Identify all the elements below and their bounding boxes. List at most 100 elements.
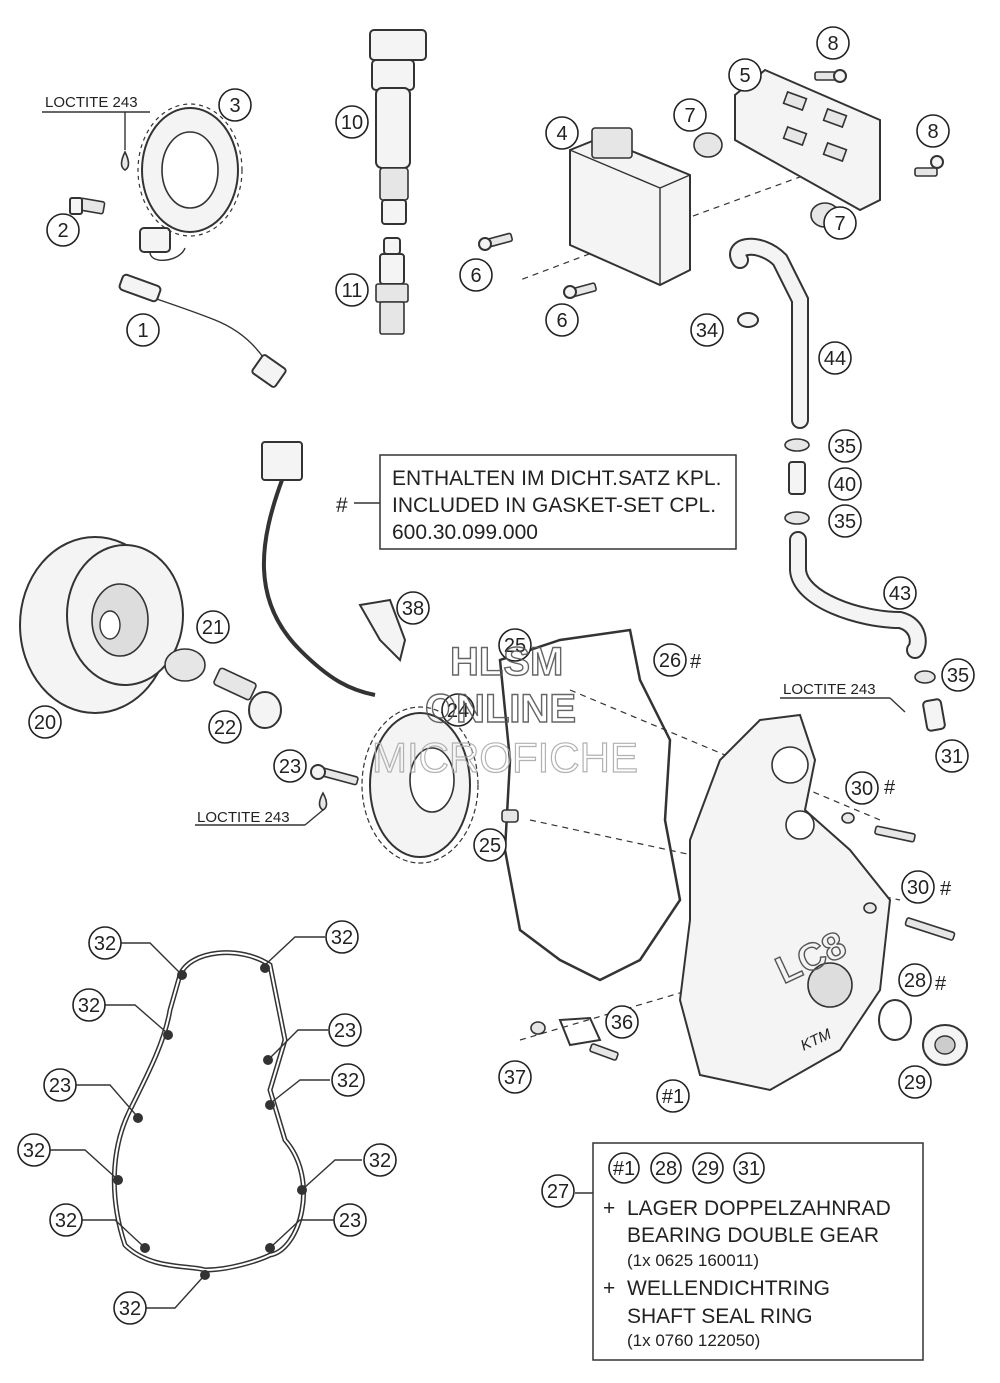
callout-circle: [692, 1152, 724, 1184]
callout-c23a: 23: [273, 749, 307, 783]
hose-clip: [558, 1016, 619, 1061]
callout-number: 29: [697, 1158, 719, 1180]
loctite-drop-mid: [318, 791, 328, 811]
loctite-label-top: LOCTITE 243: [45, 94, 138, 111]
callout-c35c: 35: [941, 658, 975, 692]
cdi-screws: [478, 232, 597, 299]
callout-number: 40: [834, 474, 856, 496]
breather-hose: [729, 237, 936, 684]
callout-number: 6: [470, 265, 481, 287]
callout-g32c: 32: [72, 988, 106, 1022]
stator: [361, 706, 479, 864]
flywheel-washer: [164, 648, 206, 682]
callout-g23b: 23: [328, 1013, 362, 1047]
callout-circle: [545, 116, 579, 150]
callout-c26: 26: [653, 643, 687, 677]
callout-number: 23: [49, 1075, 71, 1097]
kit-contents-box: + LAGER DOPPELZAHNRAD BEARING DOUBLE GEA…: [592, 1142, 924, 1361]
callout-circle: [898, 963, 932, 997]
crankcase-gasket: [50, 936, 362, 1309]
callout-c6b: 6: [545, 303, 579, 337]
callout-number: 32: [94, 933, 116, 955]
callout-c21: 21: [196, 610, 230, 644]
callout-c3: 3: [218, 88, 252, 122]
callout-c11: 11: [335, 273, 369, 307]
callout-number: 32: [23, 1140, 45, 1162]
callout-circle: [541, 1174, 575, 1208]
callout-number: 27: [547, 1181, 569, 1203]
callout-c1: 1: [126, 313, 160, 347]
callout-c35b: 35: [828, 504, 862, 538]
callout-number: 35: [834, 436, 856, 458]
callout-c30a: 30: [845, 771, 879, 805]
callout-circle: [901, 870, 935, 904]
callout-number: 32: [337, 1070, 359, 1092]
callout-g32b: 32: [325, 920, 359, 954]
watermark: HLSM ONLINE MICROFICHE: [371, 639, 638, 781]
callout-circle: [916, 114, 950, 148]
callout-c22: 22: [208, 710, 242, 744]
kit-item1-en: BEARING DOUBLE GEAR: [627, 1224, 879, 1247]
callout-g23c: 23: [43, 1068, 77, 1102]
loctite-label-bottom: LOCTITE 243: [197, 809, 290, 826]
flywheel-nut: [213, 667, 282, 729]
callout-k28: 28: [650, 1152, 682, 1184]
callout-number: 32: [331, 927, 353, 949]
callout-c25a: 25: [498, 628, 532, 662]
callout-number: 35: [834, 511, 856, 533]
cover-gasket: [498, 628, 682, 982]
callout-c35a: 35: [828, 429, 862, 463]
callout-circle: [331, 1063, 365, 1097]
callout-number: 23: [279, 756, 301, 778]
callout-number: 32: [78, 995, 100, 1017]
kit-item1-de: LAGER DOPPELZAHNRAD: [627, 1197, 891, 1220]
callout-circle: [473, 828, 507, 862]
hash-30b: #: [940, 878, 952, 900]
callout-circle: [498, 628, 532, 662]
kit-item2-de: WELLENDICHTRING: [627, 1277, 830, 1300]
callout-circle: [935, 739, 969, 773]
callout-circle: [545, 303, 579, 337]
callout-circle: [273, 749, 307, 783]
kit-item2-pn: (1x 0760 122050): [627, 1331, 760, 1350]
callout-c4: 4: [545, 116, 579, 150]
callout-circle: [828, 504, 862, 538]
callout-g32e: 32: [17, 1133, 51, 1167]
callout-circle: [196, 610, 230, 644]
callout-k1: #1: [608, 1152, 640, 1184]
callout-circle: [823, 206, 857, 240]
callout-number: 28: [655, 1158, 677, 1180]
callout-number: 24: [447, 700, 469, 722]
callout-circle: [17, 1133, 51, 1167]
callout-c43: 43: [883, 576, 917, 610]
callout-c40: 40: [828, 467, 862, 501]
callout-number: 44: [824, 348, 846, 370]
callout-c29: 29: [898, 1065, 932, 1099]
callout-number: 31: [941, 746, 963, 768]
watermark-line3: MICROFICHE: [372, 734, 638, 781]
callout-c27: 27: [541, 1174, 575, 1208]
callout-number: 29: [904, 1072, 926, 1094]
ignition-cover: LC8 KTM: [678, 713, 892, 1092]
dowel-pin: [501, 809, 519, 823]
screw-plug: [922, 1024, 968, 1066]
callout-circle: [605, 1005, 639, 1039]
callout-c28: 28: [898, 963, 932, 997]
callout-circle: [46, 213, 80, 247]
callout-number: 32: [369, 1150, 391, 1172]
callout-number: 30: [907, 877, 929, 899]
callout-number: 32: [55, 1210, 77, 1232]
callout-c37: 37: [498, 1060, 532, 1094]
callout-circle: [828, 429, 862, 463]
kit-item1-pn: (1x 0625 160011): [627, 1251, 759, 1270]
hash-30a: #: [884, 777, 896, 799]
cdi-bracket: [734, 68, 881, 212]
callout-circle: [88, 926, 122, 960]
callout-number: 26: [659, 650, 681, 672]
callout-circle: [335, 105, 369, 139]
watermark-line1: HLSM: [450, 640, 563, 684]
callout-number: 30: [851, 778, 873, 800]
callout-circle: [898, 1065, 932, 1099]
callout-k29: 29: [692, 1152, 724, 1184]
